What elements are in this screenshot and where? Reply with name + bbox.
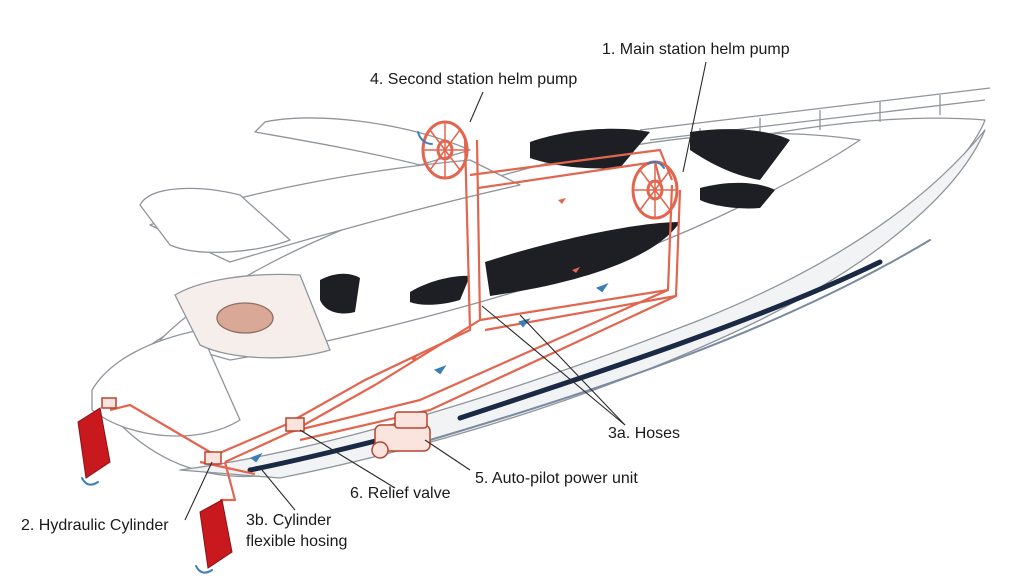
- label-second-station-helm-pump: 4. Second station helm pump: [370, 71, 578, 88]
- main-station-helm-wheel: [631, 160, 679, 220]
- flow-arrows-red: [410, 198, 580, 361]
- second-station-helm-wheel: [421, 120, 469, 180]
- cockpit-table: [216, 302, 274, 334]
- hose-upper-run: [469, 148, 674, 181]
- hull-window-small: [410, 275, 470, 305]
- windshield-main: [530, 128, 650, 169]
- hose-main-loop-b: [224, 139, 482, 464]
- leader-hosing: [261, 469, 296, 511]
- flow-arrow-helm-1: [647, 160, 665, 169]
- hull-window-aft: [320, 273, 360, 314]
- waterline-stripe: [457, 259, 883, 421]
- label-hydraulic-cylinder: 2. Hydraulic Cylinder: [21, 517, 169, 534]
- autopilot-power-unit: [371, 411, 431, 459]
- flow-arrow-red-2: [410, 355, 418, 361]
- flow-arrow-4: [249, 452, 263, 463]
- hull-window-large: [485, 222, 680, 296]
- flow-arrow-helm-2: [417, 131, 433, 145]
- components: [101, 397, 431, 465]
- leader-second-helm: [469, 91, 484, 123]
- label-relief-valve: 6. Relief valve: [350, 485, 451, 502]
- stern: [91, 329, 241, 437]
- hydraulic-lines: [109, 139, 682, 502]
- relief-valve: [285, 417, 305, 432]
- cylinder-upper: [101, 397, 117, 409]
- windshield-fore: [690, 129, 790, 180]
- leader-hoses-a: [481, 305, 626, 426]
- windows: [320, 128, 790, 314]
- leader-main-helm: [682, 61, 707, 173]
- flow-arrow-red-3: [558, 198, 566, 204]
- flow-arrow-rudder-port: [81, 477, 99, 486]
- leader-lines: [184, 61, 707, 521]
- label-autopilot-power-unit: 5. Auto-pilot power unit: [475, 470, 638, 487]
- rudder-starboard: [199, 499, 233, 569]
- label-cylinder-flexible-hosing: 3b. Cylinder flexible hosing: [246, 512, 348, 550]
- flow-arrow-3: [433, 364, 447, 375]
- leader-hoses-b: [519, 314, 626, 426]
- flow-arrows: [81, 131, 665, 574]
- hose-autopilot-b: [289, 288, 669, 434]
- label-main-station-helm-pump: 1. Main station helm pump: [602, 41, 790, 58]
- rudders: [77, 407, 233, 569]
- cylinder-lower: [204, 451, 222, 465]
- leader-autopilot: [424, 439, 471, 471]
- hose-autopilot-a: [299, 295, 677, 442]
- side-window: [700, 182, 775, 209]
- leader-cylinder: [184, 461, 213, 521]
- hose-aft-b: [220, 461, 237, 502]
- flow-arrow-rudder-star: [195, 565, 213, 574]
- hose-main-loop-a: [214, 139, 472, 457]
- hardtop: [254, 117, 471, 166]
- hull-underside: [179, 129, 986, 479]
- label-hoses: 3a. Hoses: [608, 425, 681, 442]
- flow-arrow-1: [595, 282, 609, 293]
- leader-relief: [299, 429, 396, 489]
- tender: [139, 187, 291, 253]
- boot-stripe: [429, 239, 931, 441]
- rudder-port: [77, 407, 111, 479]
- flow-arrow-red-1: [572, 267, 580, 273]
